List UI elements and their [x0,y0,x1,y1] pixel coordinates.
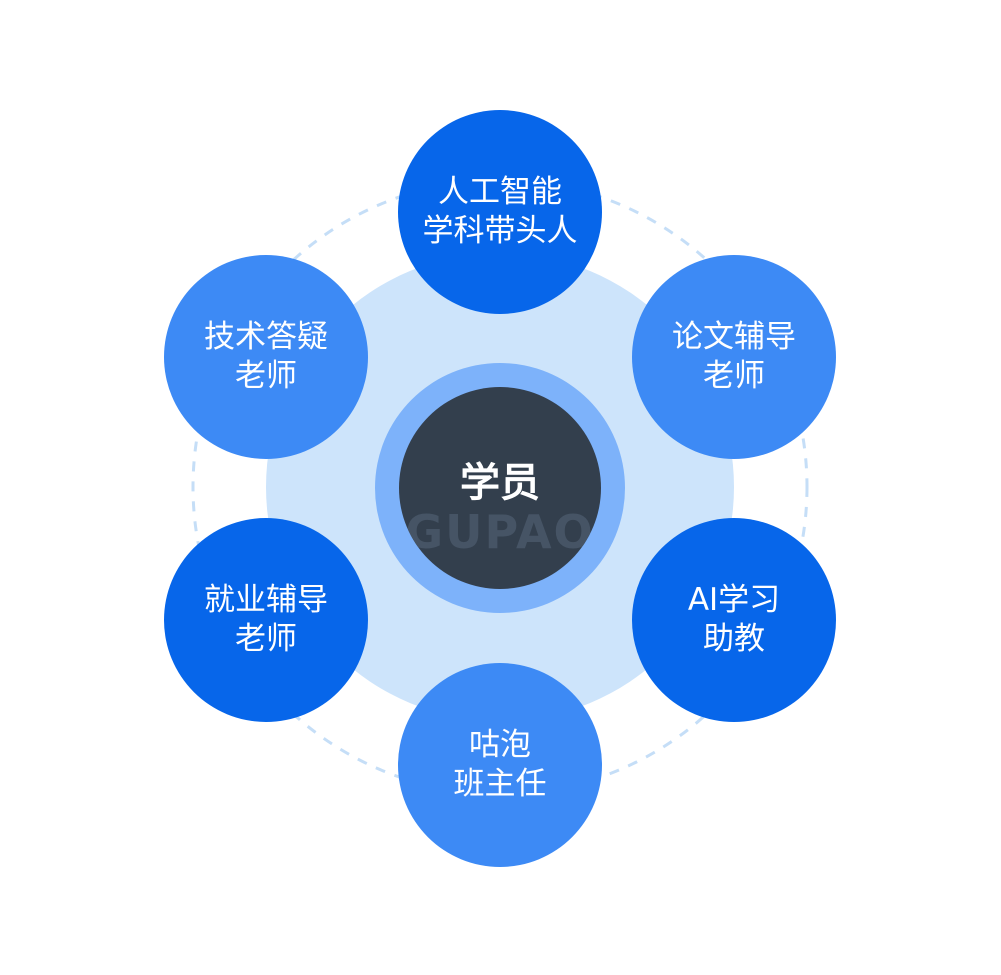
node-ai-leader-line-1: 人工智能 [438,174,562,210]
node-ai-assistant: AI学习 助教 [632,518,836,722]
node-career-tutor-line-2: 老师 [235,621,297,657]
node-tech-qa: 技术答疑 老师 [164,255,368,459]
node-class-teacher: 咕泡 班主任 [398,663,602,867]
node-ai-leader: 人工智能 学科带头人 [398,110,602,314]
center-watermark: GUPAO [405,505,595,559]
node-tech-qa-line-2: 老师 [235,358,297,394]
center-label: 学员 [460,460,540,506]
node-class-teacher-line-1: 咕泡 [469,727,531,763]
center-node: GUPAO 学员 [399,387,601,589]
node-career-tutor-line-1: 就业辅导 [204,582,328,618]
node-tech-qa-line-1: 技术答疑 [204,319,328,355]
node-ai-leader-line-2: 学科带头人 [422,213,578,249]
node-ai-assistant-line-2: 助教 [703,621,765,657]
node-career-tutor: 就业辅导 老师 [164,518,368,722]
node-thesis-tutor-line-1: 论文辅导 [672,319,796,355]
node-class-teacher-line-2: 班主任 [453,766,547,802]
node-thesis-tutor-line-2: 老师 [703,358,765,394]
node-thesis-tutor: 论文辅导 老师 [632,255,836,459]
node-ai-assistant-line-1: AI学习 [687,582,781,618]
